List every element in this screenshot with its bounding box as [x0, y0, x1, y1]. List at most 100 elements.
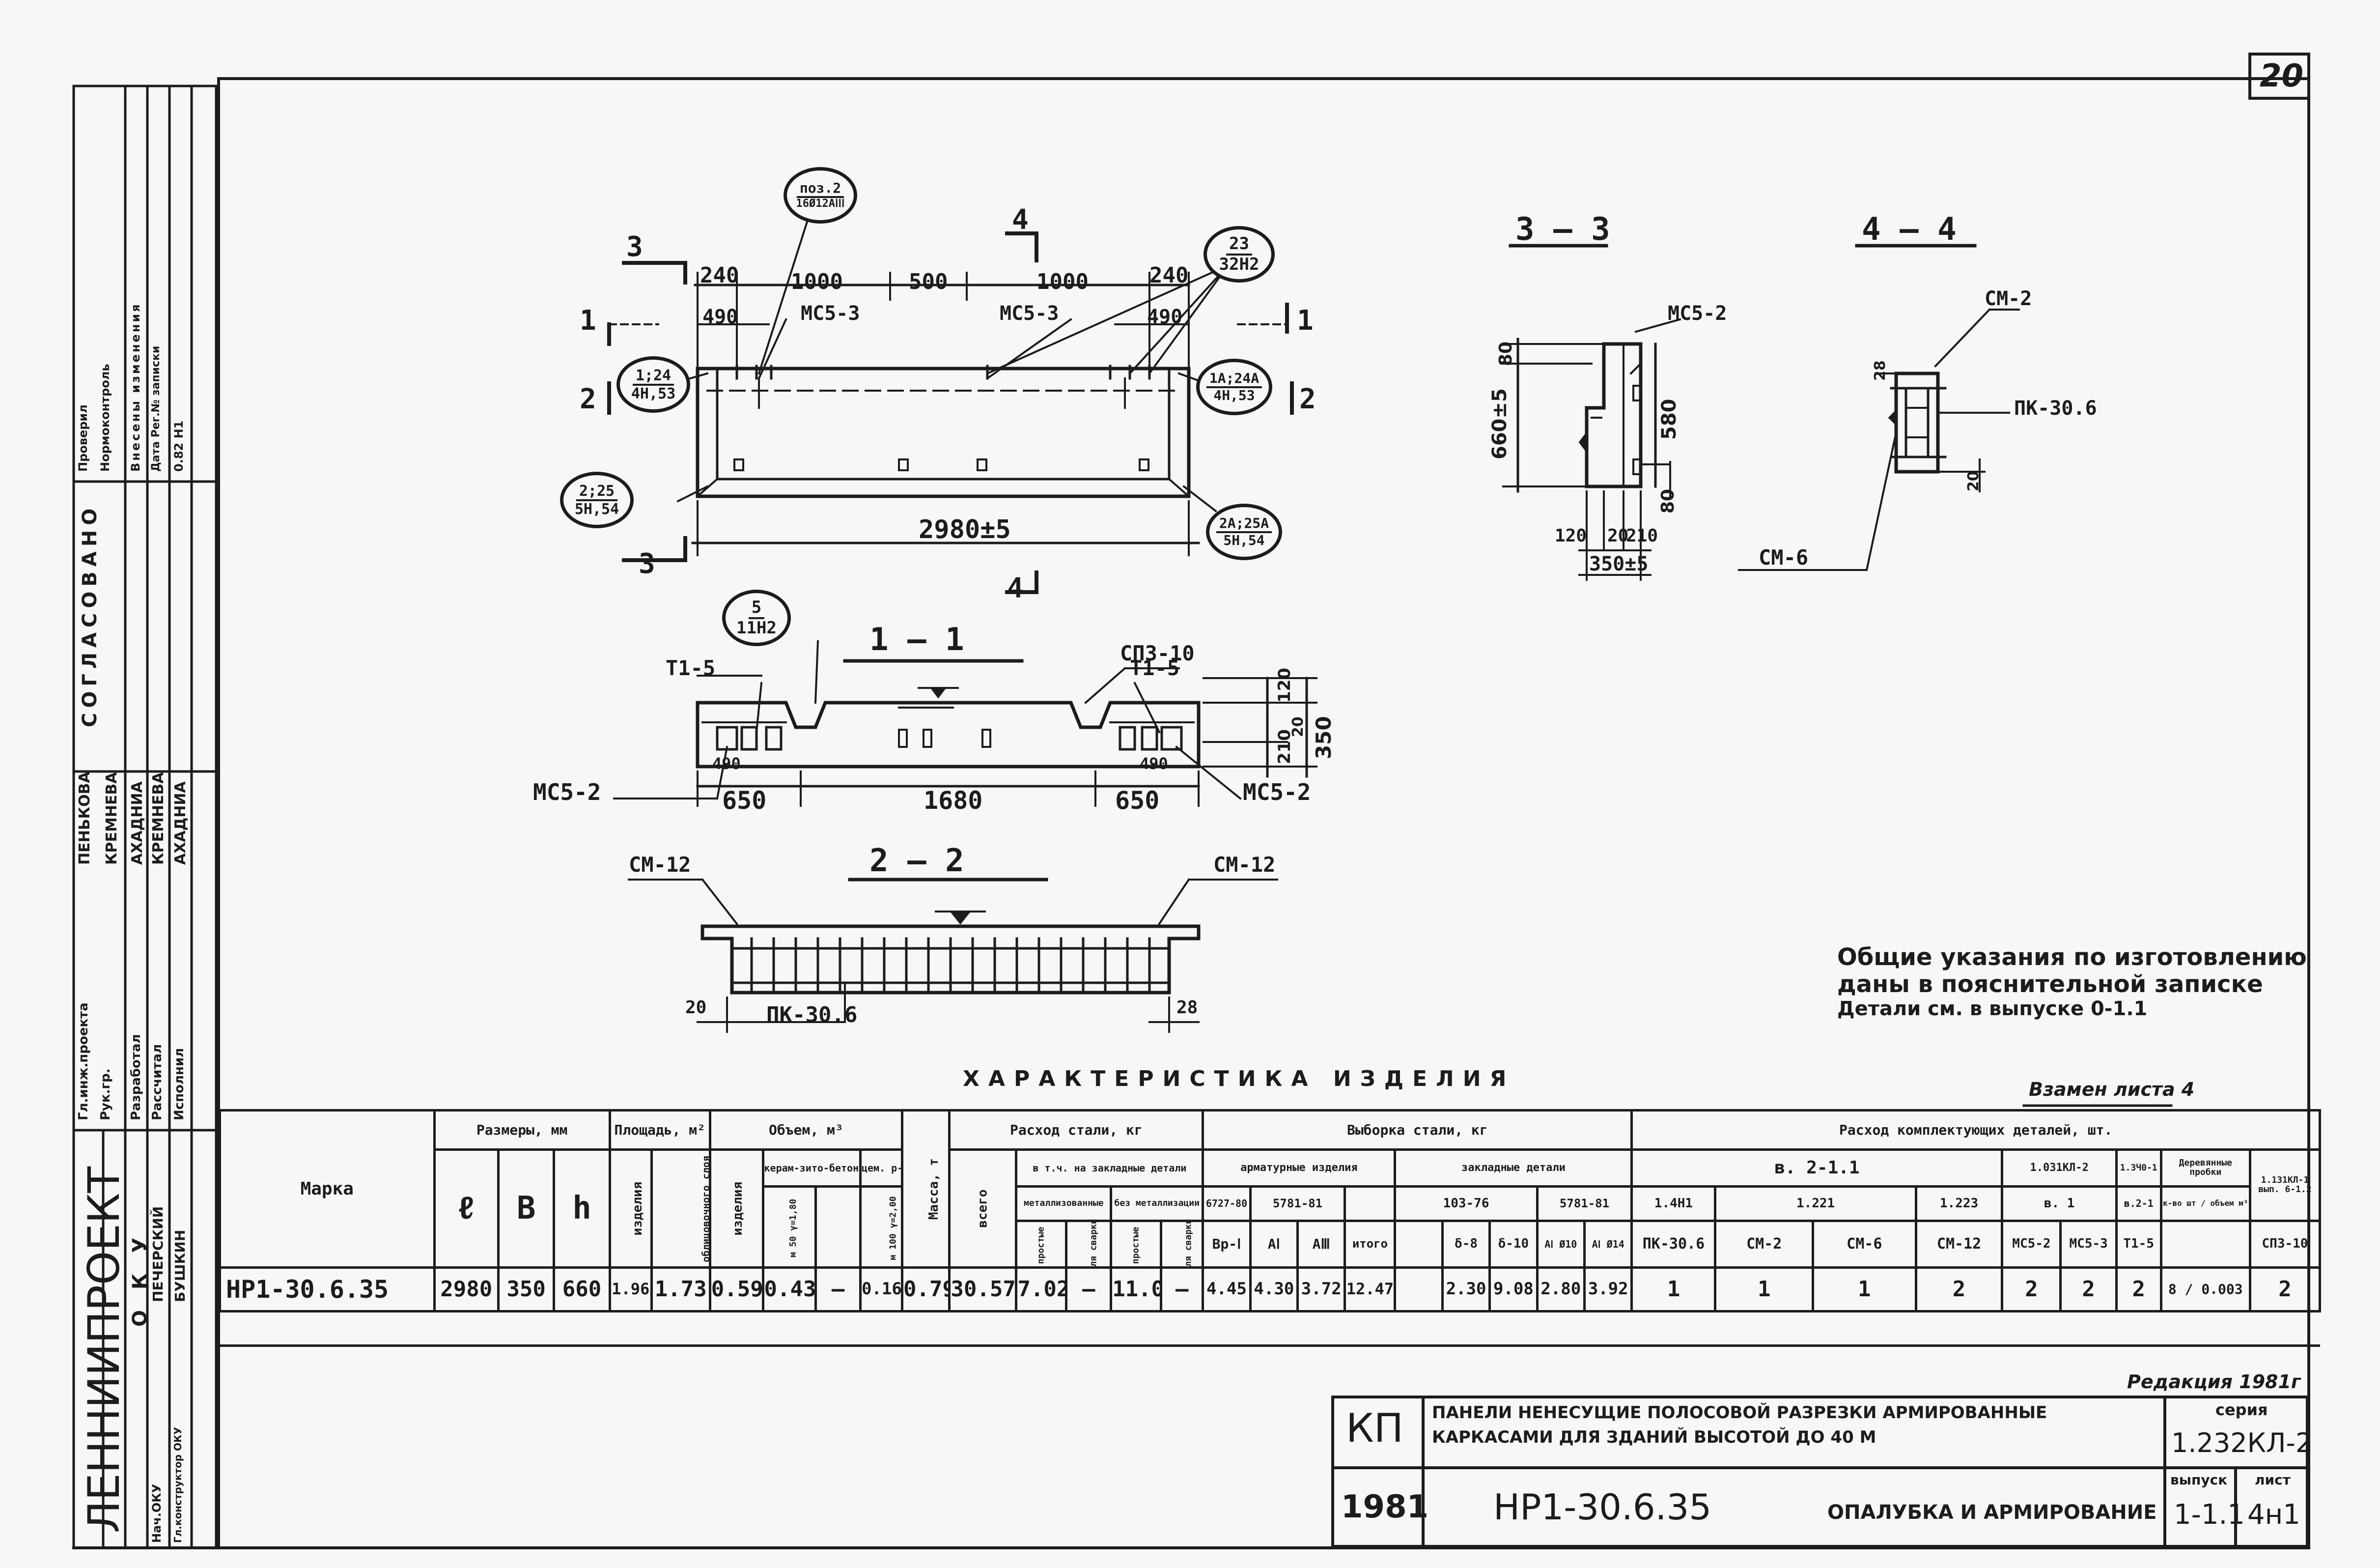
th-mc53: МС5-3: [2059, 1220, 2118, 1269]
label-mc52-sec33: МС5-2: [1668, 302, 1727, 325]
label-mc52-left: МС5-2: [533, 779, 601, 805]
label-mc53-left: МС5-3: [801, 302, 860, 325]
dim-11-350: 350: [1312, 716, 1336, 759]
row-ploshad-izd: 1.96: [608, 1266, 653, 1312]
dim-11-1680: 1680: [924, 786, 983, 815]
row-blank: [1394, 1266, 1444, 1312]
cut-mark-4-bottom: 4: [1007, 572, 1024, 604]
redakciya: Редакция 1981г: [2127, 1371, 2301, 1393]
label-cp310: СПЗ-10: [1120, 641, 1195, 665]
th-k1131: 1.131КЛ-1 вып. 6-1.2: [2248, 1148, 2322, 1222]
row-metall-prost: 7.02: [1015, 1266, 1068, 1312]
title-vypusk: 1-1.1: [2174, 1499, 2245, 1531]
th-marka: Марка: [219, 1109, 436, 1269]
th-kvo: к-во шт / объем м³: [2159, 1185, 2251, 1222]
dim-33-350: 350±5: [1589, 553, 1649, 575]
th-kv21: в.2-1: [2115, 1185, 2162, 1222]
title-sheet-name: ОПАЛУБКА И АРМИРОВАНИЕ: [1827, 1501, 2157, 1524]
th-ploshad-izd: изделия: [608, 1148, 653, 1269]
stamp-name-3: АХАДНИА: [129, 781, 146, 865]
note-line-3: Детали см. в выпуске 0-1.1: [1837, 998, 2148, 1020]
row-l: 2980: [433, 1266, 500, 1312]
stamp-name-1: ПЕНЬКОВА: [76, 771, 93, 865]
stamp-bottom-name-2: БУШКИН: [172, 1229, 188, 1302]
row-oblic: 1.73: [650, 1266, 711, 1312]
th-aIII: АⅢ: [1296, 1220, 1346, 1269]
dim-490-left: 490: [702, 306, 738, 328]
th-v211: в. 2-1.1: [1630, 1148, 2004, 1188]
th-metall: металлизованные: [1015, 1185, 1113, 1222]
stamp-row2-1: Проверил: [76, 404, 90, 472]
dim-33-120: 120: [1555, 526, 1587, 546]
row-mc53: 2: [2059, 1266, 2118, 1312]
callout-pos23-bottom: 32Н2: [1219, 254, 1260, 274]
callout-pos23: 23 32Н2: [1204, 226, 1275, 283]
stamp-row2-4: Дата Рег.№ записки: [150, 345, 162, 472]
th-m50-b: [814, 1185, 862, 1269]
title-list: 4н1: [2247, 1499, 2300, 1531]
th-g5781a: 5781-81: [1249, 1185, 1346, 1222]
title-seriya: 1.232КЛ-2: [2171, 1427, 2313, 1458]
dim-22-20: 20: [685, 998, 707, 1018]
label-pk306-sec44: ПК-30.6: [2014, 397, 2097, 420]
callout-pos1a-top: 1А;24А: [1206, 371, 1262, 388]
callout-pos2a-bottom: 5Н,54: [1223, 532, 1265, 548]
label-mc52-right: МС5-2: [1243, 779, 1311, 805]
dim-top-1000-right: 1000: [1036, 269, 1089, 294]
th-obem: Объем, м³: [708, 1109, 904, 1151]
row-cm12: 2: [1914, 1266, 2004, 1312]
label-cm6: СМ-6: [1759, 545, 1809, 570]
th-k411: 1.4Н1: [1630, 1185, 1717, 1222]
row-vsego: 30.57: [948, 1266, 1018, 1312]
row-aI10: 2.80: [1536, 1266, 1586, 1312]
row-mc52: 2: [2001, 1266, 2062, 1312]
th-b: В: [497, 1148, 556, 1269]
th-g5781b: 5781-81: [1536, 1185, 1633, 1222]
dim-overall-length: 2980±5: [919, 515, 1011, 544]
row-itogo: 12.47: [1344, 1266, 1397, 1312]
dim-11-120: 120: [1275, 668, 1294, 703]
th-m50: м 50 γ=1,80: [761, 1185, 817, 1269]
cut-mark-3-top: 3: [626, 231, 643, 263]
th-h: h: [553, 1148, 611, 1269]
cut-mark-3-bottom: 3: [639, 548, 655, 580]
callout-pos225: 2;25 5Н,54: [560, 472, 634, 528]
label-cm12-right: СМ-12: [1213, 853, 1276, 877]
dim-top-240-right: 240: [1149, 263, 1189, 288]
section-title-3-3: 3 — 3: [1515, 211, 1610, 248]
th-rashod: Расход стали, кг: [948, 1109, 1204, 1151]
dim-11-20: 20: [1289, 716, 1307, 737]
th-blank2: [1394, 1220, 1444, 1269]
row-m50: 0.43: [761, 1266, 817, 1312]
cut-mark-1-left: 1: [580, 305, 596, 337]
dim-33-20: 20: [1607, 526, 1629, 546]
dim-33-80-bottom: 80: [1658, 488, 1678, 513]
row-cm2: 1: [1714, 1266, 1814, 1312]
th-rashod-kompl: Расход комплектующих деталей, шт.: [1630, 1109, 2321, 1151]
th-t15: Т1-5: [2115, 1220, 2162, 1269]
label-cm12-left: СМ-12: [629, 853, 691, 877]
stamp-row-3: Разработал: [129, 1034, 143, 1120]
dim-top-500: 500: [909, 269, 948, 294]
th-massa: Масса, т: [900, 1109, 951, 1269]
stamp-soglasovano: СОГЛАСОВАНО: [79, 503, 101, 727]
th-itogo: итого: [1344, 1220, 1397, 1269]
callout-pos23-top: 23: [1226, 234, 1252, 256]
callout-pos1a-bottom: 4Н,53: [1213, 387, 1255, 403]
stamp-row2-3: Внесены изменения: [129, 302, 142, 472]
sheet-number: 20: [2260, 58, 2304, 94]
label-pk306-sec22: ПК-30.6: [766, 1002, 858, 1027]
row-h: 660: [553, 1266, 611, 1312]
cut-mark-1-right: 1: [1297, 305, 1314, 337]
dim-44-28: 28: [1872, 360, 1889, 381]
row-d8: 2.30: [1441, 1266, 1491, 1312]
th-dlyasv-a: для сварки: [1065, 1220, 1113, 1269]
callout-pos225-top: 2;25: [576, 483, 618, 501]
title-vypusk-label: выпуск: [2170, 1472, 2228, 1488]
th-blank: [1344, 1185, 1397, 1222]
row-aIII: 3.72: [1296, 1266, 1346, 1312]
cut-mark-2-left: 2: [580, 383, 596, 415]
th-vtch: в т.ч. на закладные детали: [1015, 1148, 1204, 1188]
row-aI14: 3.92: [1583, 1266, 1633, 1312]
th-g6727: 6727-80: [1202, 1185, 1252, 1222]
